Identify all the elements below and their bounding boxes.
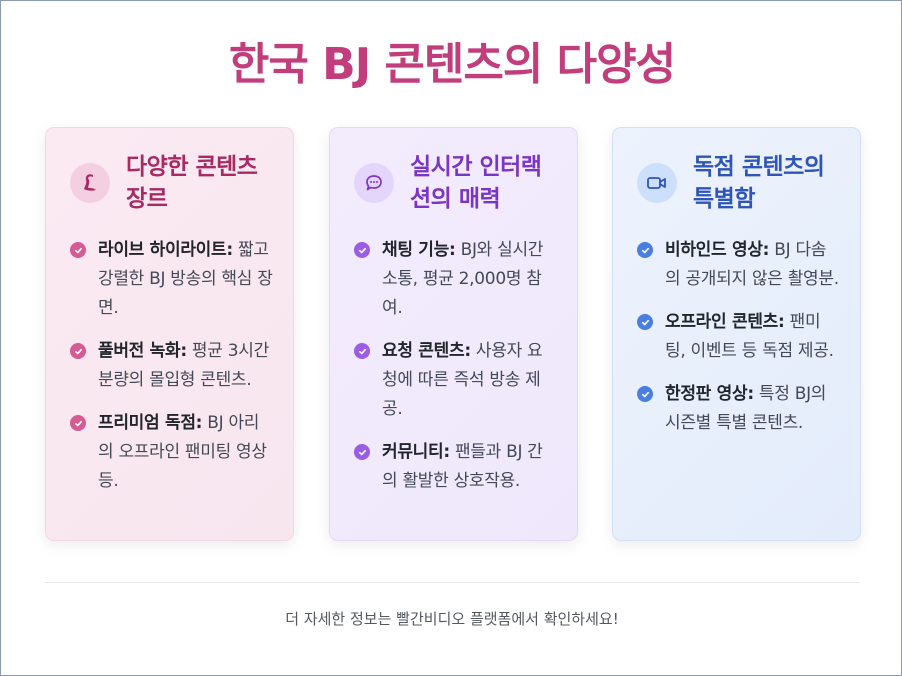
item-description: 팬미팅, 이벤트 등 독점 제공.: [665, 312, 834, 361]
item-label: 라이브 하이라이트:: [98, 240, 233, 260]
check-circle-icon: [637, 314, 653, 330]
card-header: 독점 콘텐츠의 특별함: [637, 150, 840, 216]
list-item: 풀버전 녹화: 평균 3시간 분량의 몰입형 콘텐츠.: [70, 337, 273, 395]
item-description: BJ 아리의 오프라인 팬미팅 영상 등.: [98, 413, 267, 491]
item-label: 풀버전 녹화:: [98, 341, 187, 361]
page-title: 한국 BJ 콘텐츠의 다양성: [228, 39, 676, 90]
item-label: 채팅 기능:: [382, 240, 456, 260]
feature-list: 비하인드 영상: BJ 다솜의 공개되지 않은 촬영분. 오프라인 콘텐츠: 팬…: [637, 236, 840, 438]
card-header: 다양한 콘텐츠 장르: [70, 150, 273, 216]
list-item: 라이브 하이라이트: 짧고 강렬한 BJ 방송의 핵심 장면.: [70, 236, 273, 323]
item-description: 사용자 요청에 따른 즉석 방송 제공.: [382, 341, 543, 419]
check-circle-icon: [70, 242, 86, 258]
list-item: 한정판 영상: 특정 BJ의 시즌별 특별 콘텐츠.: [637, 380, 840, 438]
item-description: 특정 BJ의 시즌별 특별 콘텐츠.: [665, 384, 827, 433]
check-circle-icon: [354, 343, 370, 359]
theater-mask-icon: [70, 163, 110, 203]
video-camera-icon: [637, 163, 677, 203]
card-realtime-interaction: 실시간 인터랙션의 매력 채팅 기능: BJ와 실시간 소통, 평균 2,000…: [329, 127, 578, 541]
item-label: 비하인드 영상:: [665, 240, 770, 260]
list-item: 채팅 기능: BJ와 실시간 소통, 평균 2,000명 참여.: [354, 236, 557, 323]
item-label: 한정판 영상:: [665, 384, 754, 404]
item-description: 짧고 강렬한 BJ 방송의 핵심 장면.: [98, 240, 273, 318]
card-title: 다양한 콘텐츠 장르: [126, 154, 258, 212]
check-circle-icon: [70, 415, 86, 431]
item-description: 팬들과 BJ 간의 활발한 상호작용.: [382, 442, 543, 491]
item-description: 평균 3시간 분량의 몰입형 콘텐츠.: [98, 341, 269, 390]
feature-list: 채팅 기능: BJ와 실시간 소통, 평균 2,000명 참여. 요청 콘텐츠:…: [354, 236, 557, 496]
check-circle-icon: [637, 242, 653, 258]
item-label: 커뮤니티:: [382, 442, 450, 462]
card-content-genres: 다양한 콘텐츠 장르 라이브 하이라이트: 짧고 강렬한 BJ 방송의 핵심 장…: [45, 127, 294, 541]
item-description: BJ와 실시간 소통, 평균 2,000명 참여.: [382, 240, 544, 318]
card-title: 독점 콘텐츠의 특별함: [693, 154, 825, 212]
list-item: 요청 콘텐츠: 사용자 요청에 따른 즉석 방송 제공.: [354, 337, 557, 424]
item-description: BJ 다솜의 공개되지 않은 촬영분.: [665, 240, 839, 289]
list-item: 오프라인 콘텐츠: 팬미팅, 이벤트 등 독점 제공.: [637, 308, 840, 366]
chat-bubble-icon: [354, 163, 394, 203]
check-circle-icon: [354, 242, 370, 258]
list-item: 프리미엄 독점: BJ 아리의 오프라인 팬미팅 영상 등.: [70, 409, 273, 496]
footer-note: 더 자세한 정보는 빨간비디오 플랫폼에서 확인하세요!: [285, 610, 619, 628]
list-item: 커뮤니티: 팬들과 BJ 간의 활발한 상호작용.: [354, 438, 557, 496]
card-header: 실시간 인터랙션의 매력: [354, 150, 557, 216]
list-item: 비하인드 영상: BJ 다솜의 공개되지 않은 촬영분.: [637, 236, 840, 294]
item-label: 요청 콘텐츠:: [382, 341, 471, 361]
check-circle-icon: [637, 386, 653, 402]
card-grid: 다양한 콘텐츠 장르 라이브 하이라이트: 짧고 강렬한 BJ 방송의 핵심 장…: [45, 127, 861, 541]
item-label: 프리미엄 독점:: [98, 413, 203, 433]
check-circle-icon: [354, 444, 370, 460]
footer-divider: [45, 582, 860, 583]
feature-list: 라이브 하이라이트: 짧고 강렬한 BJ 방송의 핵심 장면. 풀버전 녹화: …: [70, 236, 273, 496]
item-label: 오프라인 콘텐츠:: [665, 312, 785, 332]
card-title: 실시간 인터랙션의 매력: [410, 154, 542, 212]
check-circle-icon: [70, 343, 86, 359]
card-exclusive-content: 독점 콘텐츠의 특별함 비하인드 영상: BJ 다솜의 공개되지 않은 촬영분.…: [612, 127, 861, 541]
